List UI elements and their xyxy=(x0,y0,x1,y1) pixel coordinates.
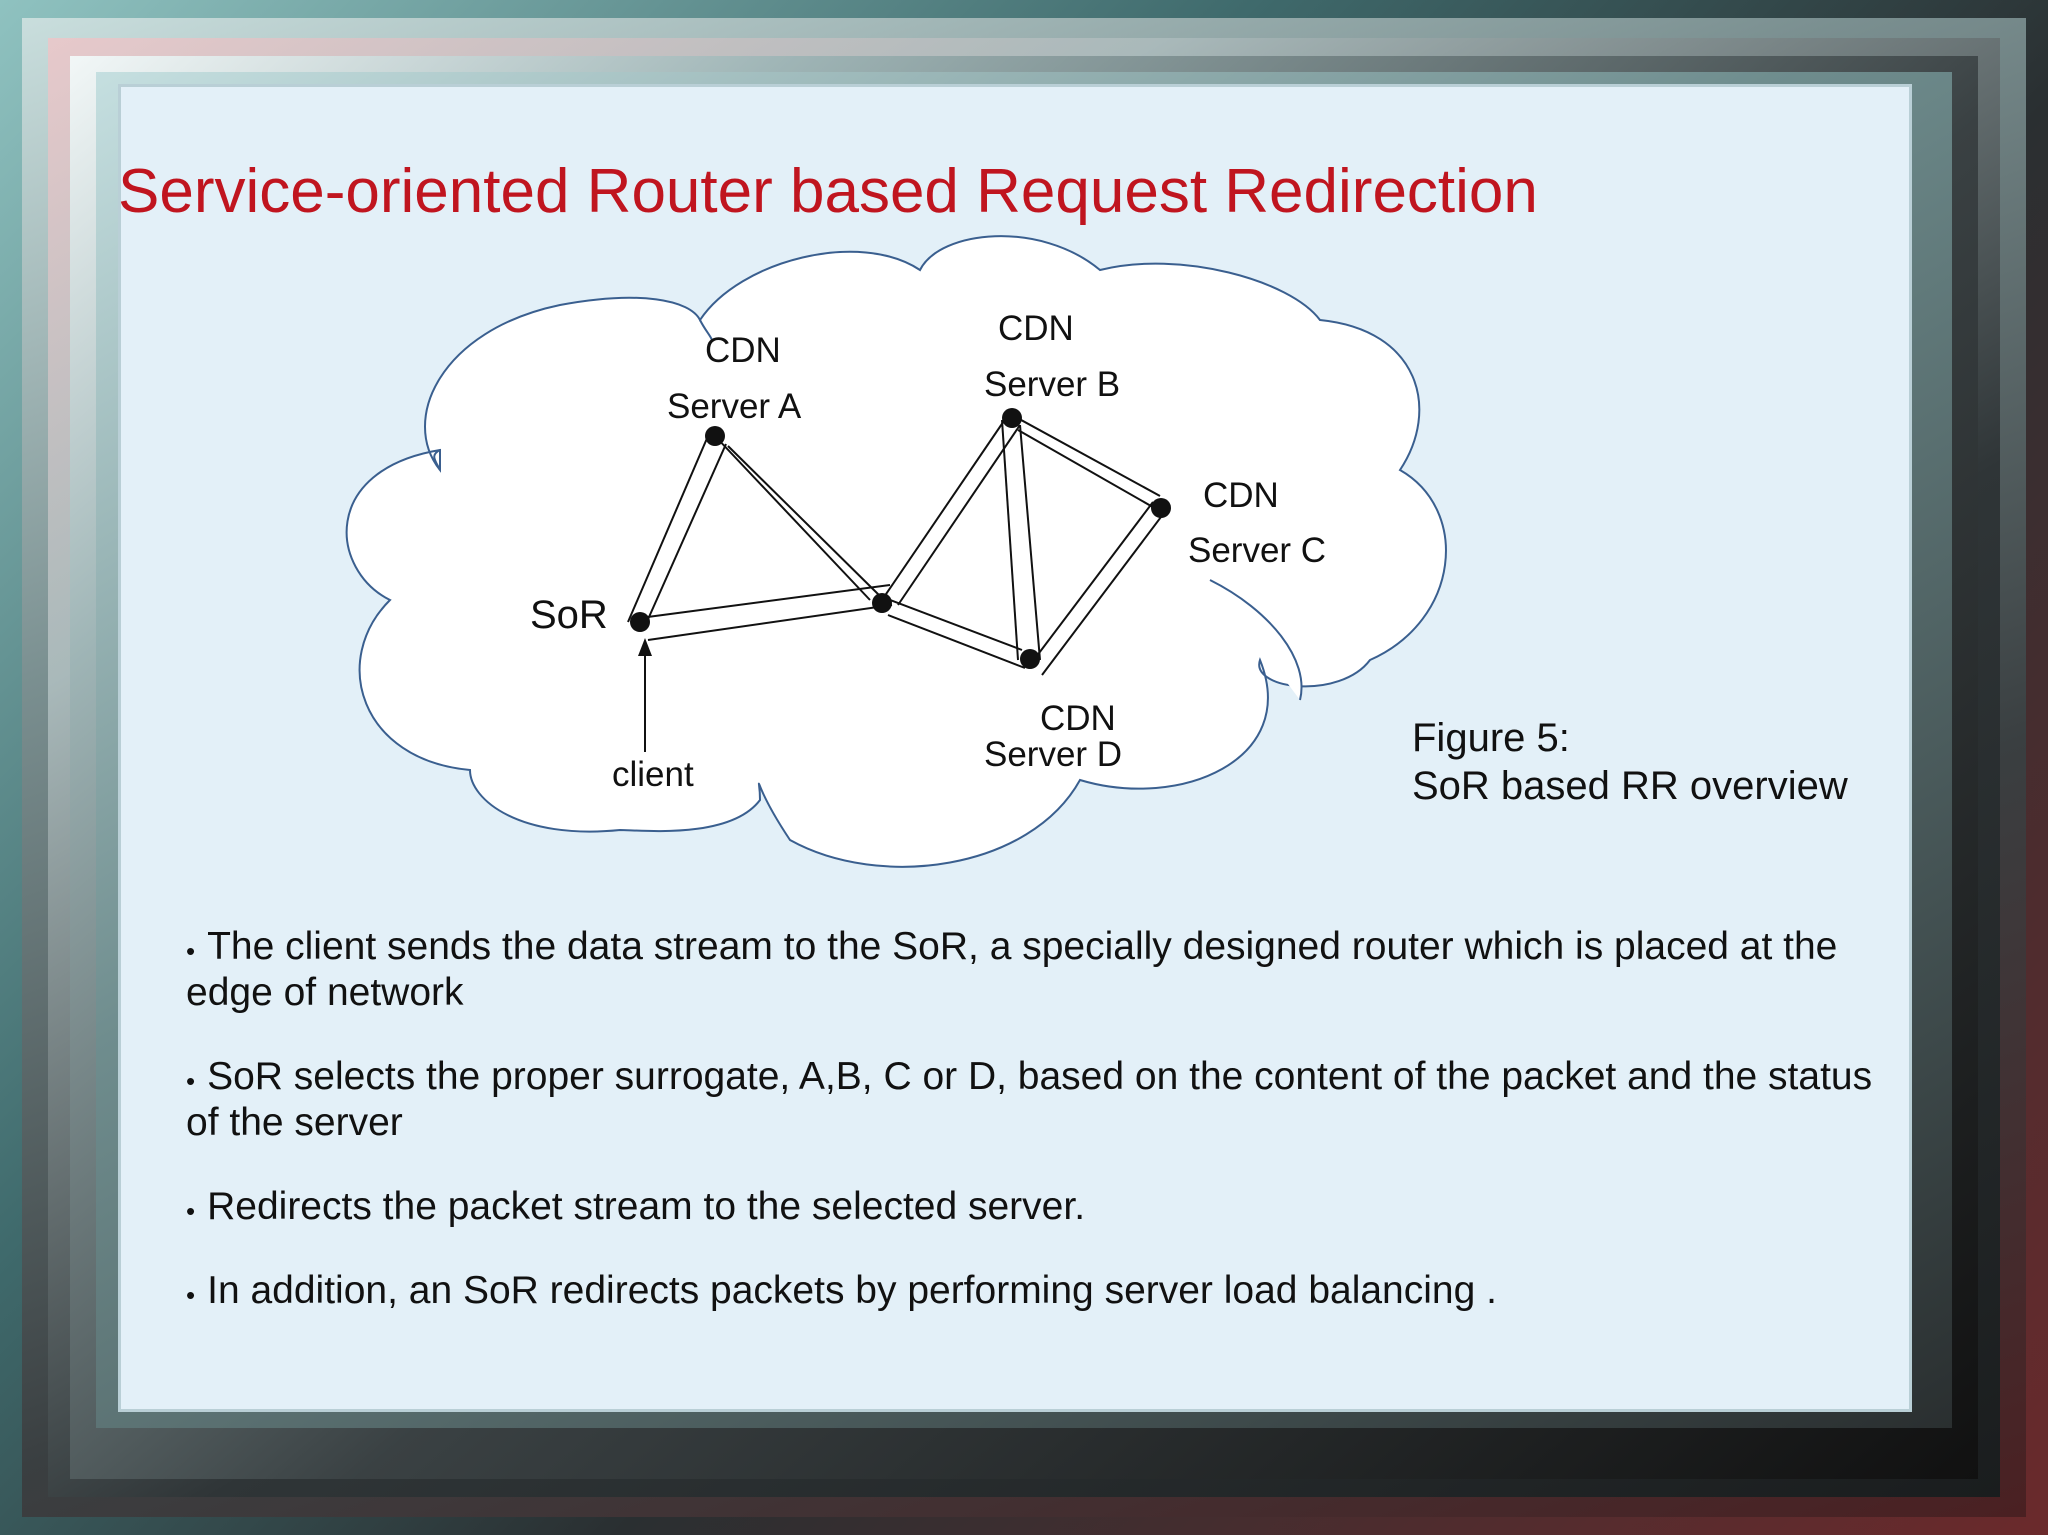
sor-label: SoR xyxy=(530,593,608,637)
server-a-cdn-label: CDN xyxy=(705,331,781,370)
bullet-item: • In addition, an SoR redirects packets b… xyxy=(186,1268,1886,1314)
bullet-item: •The client sends the data stream to the… xyxy=(186,924,1886,1016)
bullet-text: SoR selects the proper surrogate, A,B, C… xyxy=(186,1055,1873,1144)
caption-line-2: SoR based RR overview xyxy=(1412,764,1848,808)
server-d-name-label: Server D xyxy=(984,735,1122,774)
server-b-node xyxy=(1002,408,1022,428)
bullet-dot: • xyxy=(186,936,196,966)
sor-node xyxy=(630,612,650,632)
server-c-node xyxy=(1151,498,1171,518)
bullet-text: In addition, an SoR redirects packets by… xyxy=(207,1269,1497,1312)
server-a-node xyxy=(705,426,725,446)
server-d-cdn-label: CDN xyxy=(1040,699,1116,738)
slide-title: Service-oriented Router based Request Re… xyxy=(118,157,1538,226)
server-a-name-label: Server A xyxy=(667,387,802,426)
server-c-name-label: Server C xyxy=(1188,531,1326,570)
server-b-cdn-label: CDN xyxy=(998,309,1074,348)
server-c-cdn-label: CDN xyxy=(1203,476,1279,515)
bullet-text: The client sends the data stream to the … xyxy=(186,925,1838,1014)
bullet-item: •SoR selects the proper surrogate, A,B, … xyxy=(186,1054,1886,1146)
server-d-node xyxy=(1020,649,1040,669)
cloud-shape xyxy=(345,235,1447,868)
figure-caption: Figure 5: SoR based RR overview xyxy=(1412,714,1848,810)
hub-node xyxy=(872,593,892,613)
bullet-item: • Redirects the packet stream to the sele… xyxy=(186,1184,1886,1230)
bullet-dot: • xyxy=(186,1196,196,1226)
bullet-dot: • xyxy=(186,1280,196,1310)
client-label: client xyxy=(612,755,694,794)
client-arrow xyxy=(638,638,652,752)
bullet-dot: • xyxy=(186,1066,196,1096)
caption-line-1: Figure 5: xyxy=(1412,716,1570,760)
network-links xyxy=(627,414,1171,676)
bullet-text: Redirects the packet stream to the selec… xyxy=(207,1185,1086,1228)
server-b-name-label: Server B xyxy=(984,365,1120,404)
bullet-list: •The client sends the data stream to the… xyxy=(186,924,1886,1352)
